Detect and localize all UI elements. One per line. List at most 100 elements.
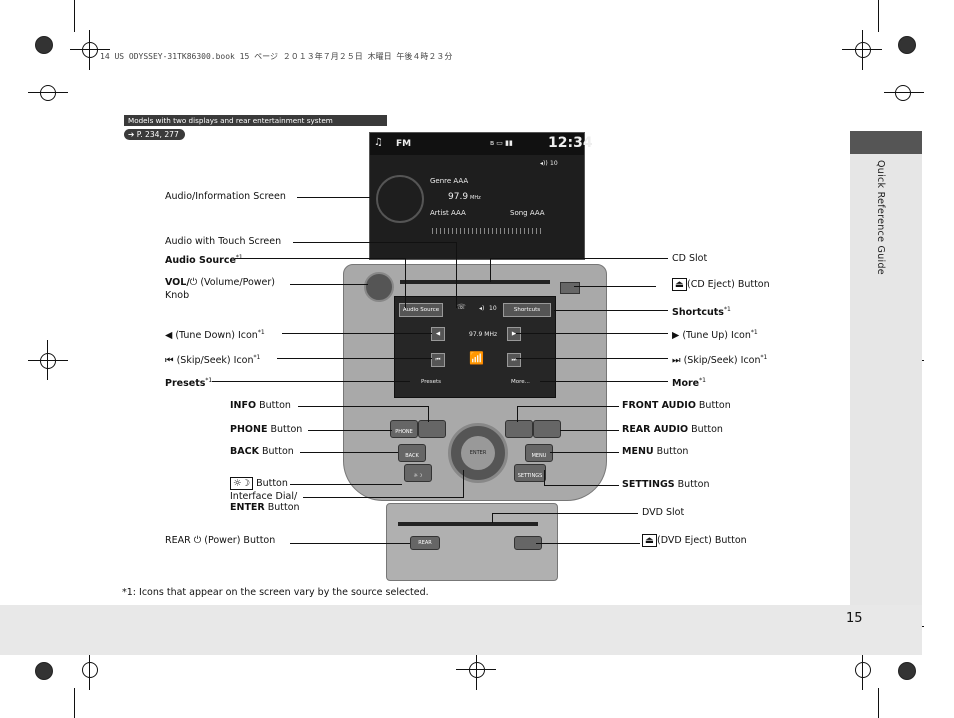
skip-seek-back-icon[interactable]: ⏮ <box>431 353 445 367</box>
leader-line <box>277 358 432 359</box>
leader-line <box>544 485 619 486</box>
leader-line <box>490 258 491 282</box>
crosshair-mark <box>855 662 871 678</box>
trim-line <box>74 0 75 32</box>
page-reference[interactable]: ➔ P. 234, 277 <box>124 129 185 140</box>
shortcuts-touch-button[interactable]: Shortcuts <box>503 303 551 317</box>
screen-volume: 10 <box>550 160 558 167</box>
bluetooth-icon: ʙ ▭ ▮▮ <box>490 139 513 147</box>
power-icon: ⏻ <box>193 535 202 546</box>
leader-line <box>550 452 619 453</box>
crop-line <box>70 49 110 50</box>
info-button[interactable] <box>418 420 446 438</box>
eject-icon: ⏏ <box>672 278 687 291</box>
brightness-icon: ☼☽ <box>230 477 254 490</box>
phone-button[interactable]: PHONE <box>390 420 418 438</box>
skip-seek-forward-icon[interactable]: ⏭ <box>507 353 521 367</box>
cd-slot[interactable] <box>400 280 550 284</box>
tune-down-icon[interactable]: ◀ <box>431 327 445 341</box>
leader-line <box>517 406 518 422</box>
label-back-button: BACK Button <box>230 446 294 457</box>
crosshair-mark <box>855 42 871 58</box>
label-cd-eject: ⏏(CD Eject) Button <box>672 278 770 291</box>
crop-line <box>89 650 90 690</box>
power-icon: ⏻ <box>189 277 198 288</box>
sidebar-tab-marker <box>850 131 922 154</box>
leader-line <box>282 333 432 334</box>
rear-power-button[interactable]: REAR <box>410 536 440 550</box>
screen-frequency: 97.9 <box>448 192 469 202</box>
arrow-right-icon: ➔ <box>128 130 135 139</box>
label-skip-back: ⏮ (Skip/Seek) Icon*1 <box>165 354 261 367</box>
rear-audio-button[interactable] <box>533 420 561 438</box>
crosshair-mark <box>469 662 485 678</box>
crosshair-mark <box>40 353 56 369</box>
screen-song: Song AAA <box>510 209 545 217</box>
label-dvd-eject: ⏏(DVD Eject) Button <box>642 534 747 547</box>
skip-back-glyph-icon: ⏮ <box>165 355 174 367</box>
leader-line <box>536 543 640 544</box>
crop-line <box>89 30 90 70</box>
footer-band <box>0 605 922 655</box>
leader-line <box>463 470 464 498</box>
crop-line <box>862 30 863 70</box>
vol-power-knob[interactable] <box>364 272 394 302</box>
tuning-scale <box>432 228 542 234</box>
label-tune-down: ◀ (Tune Down) Icon*1 <box>165 329 265 342</box>
trim-line <box>878 688 879 718</box>
model-banner: Models with two displays and rear entert… <box>124 115 387 126</box>
registration-mark-top-right <box>898 36 916 54</box>
screen-artist: Artist AAA <box>430 209 466 217</box>
label-knob: Knob <box>165 290 190 301</box>
leader-line <box>428 406 429 422</box>
page-number: 15 <box>846 611 863 626</box>
label-front-audio: FRONT AUDIO Button <box>622 400 731 411</box>
screen-frequency-unit: MHz <box>470 195 481 201</box>
brightness-button[interactable]: ☼☽ <box>404 464 432 482</box>
settings-button[interactable]: SETTINGS <box>514 464 546 482</box>
dvd-slot[interactable] <box>398 522 538 526</box>
enter-button[interactable]: ENTER <box>461 436 495 470</box>
leader-line <box>554 310 668 311</box>
audio-information-screen: ♫ FM ʙ ▭ ▮▮ 12:34 ◂)) 10 Genre AAA 97.9 … <box>369 132 593 260</box>
label-rear-audio: REAR AUDIO Button <box>622 424 723 435</box>
label-tune-up: ▶ (Tune Up) Icon*1 <box>672 329 758 342</box>
leader-line <box>300 452 398 453</box>
leader-line <box>490 258 668 259</box>
leader-line <box>308 430 392 431</box>
menu-button[interactable]: MENU <box>525 444 553 462</box>
interface-dial[interactable]: ENTER <box>448 423 508 483</box>
presets-touch-button[interactable]: Presets <box>421 379 442 385</box>
tune-down-arrow-icon: ◀ <box>165 330 173 342</box>
leader-line <box>290 284 368 285</box>
crop-line <box>862 650 863 690</box>
signal-icon: 📶 <box>469 351 484 365</box>
screen-genre: Genre AAA <box>430 177 469 185</box>
crosshair-mark <box>82 662 98 678</box>
touch-frequency: 97.9 MHz <box>469 331 498 338</box>
screen-status-bar <box>370 133 584 155</box>
label-vol-power: VOL/⏻ (Volume/Power) <box>165 277 276 288</box>
front-audio-button[interactable] <box>505 420 533 438</box>
more-touch-button[interactable]: More... <box>511 379 530 385</box>
sidebar-tab <box>850 131 922 654</box>
tune-up-icon[interactable]: ▶ <box>507 327 521 341</box>
label-rear-power: REAR ⏻ (Power) Button <box>165 535 276 546</box>
trim-line <box>878 0 879 32</box>
audio-source-touch-button[interactable]: Audio Source <box>399 303 443 317</box>
leader-line <box>290 484 402 485</box>
print-header: 14 US ODYSSEY-31TK86300.book 15 ページ ２０１３… <box>100 52 453 61</box>
leader-line <box>560 430 619 431</box>
phone-touch-icon[interactable]: ☏ <box>457 303 466 311</box>
label-skip-forward: ⏭ (Skip/Seek) Icon*1 <box>672 354 768 367</box>
cd-eject-button[interactable] <box>560 282 580 294</box>
label-more: More*1 <box>672 377 706 390</box>
volume-touch-icon: ◂) <box>479 305 485 312</box>
screen-clock: 12:34 <box>548 135 593 151</box>
label-audio-source: Audio Source*1 <box>165 254 243 267</box>
audio-touch-screen: Audio Source ☏ ◂) 10 Shortcuts ◀ 97.9 MH… <box>394 296 556 398</box>
crop-line <box>476 650 477 690</box>
leader-line <box>544 470 545 486</box>
back-button[interactable]: BACK <box>398 444 426 462</box>
registration-mark-top-left <box>35 36 53 54</box>
